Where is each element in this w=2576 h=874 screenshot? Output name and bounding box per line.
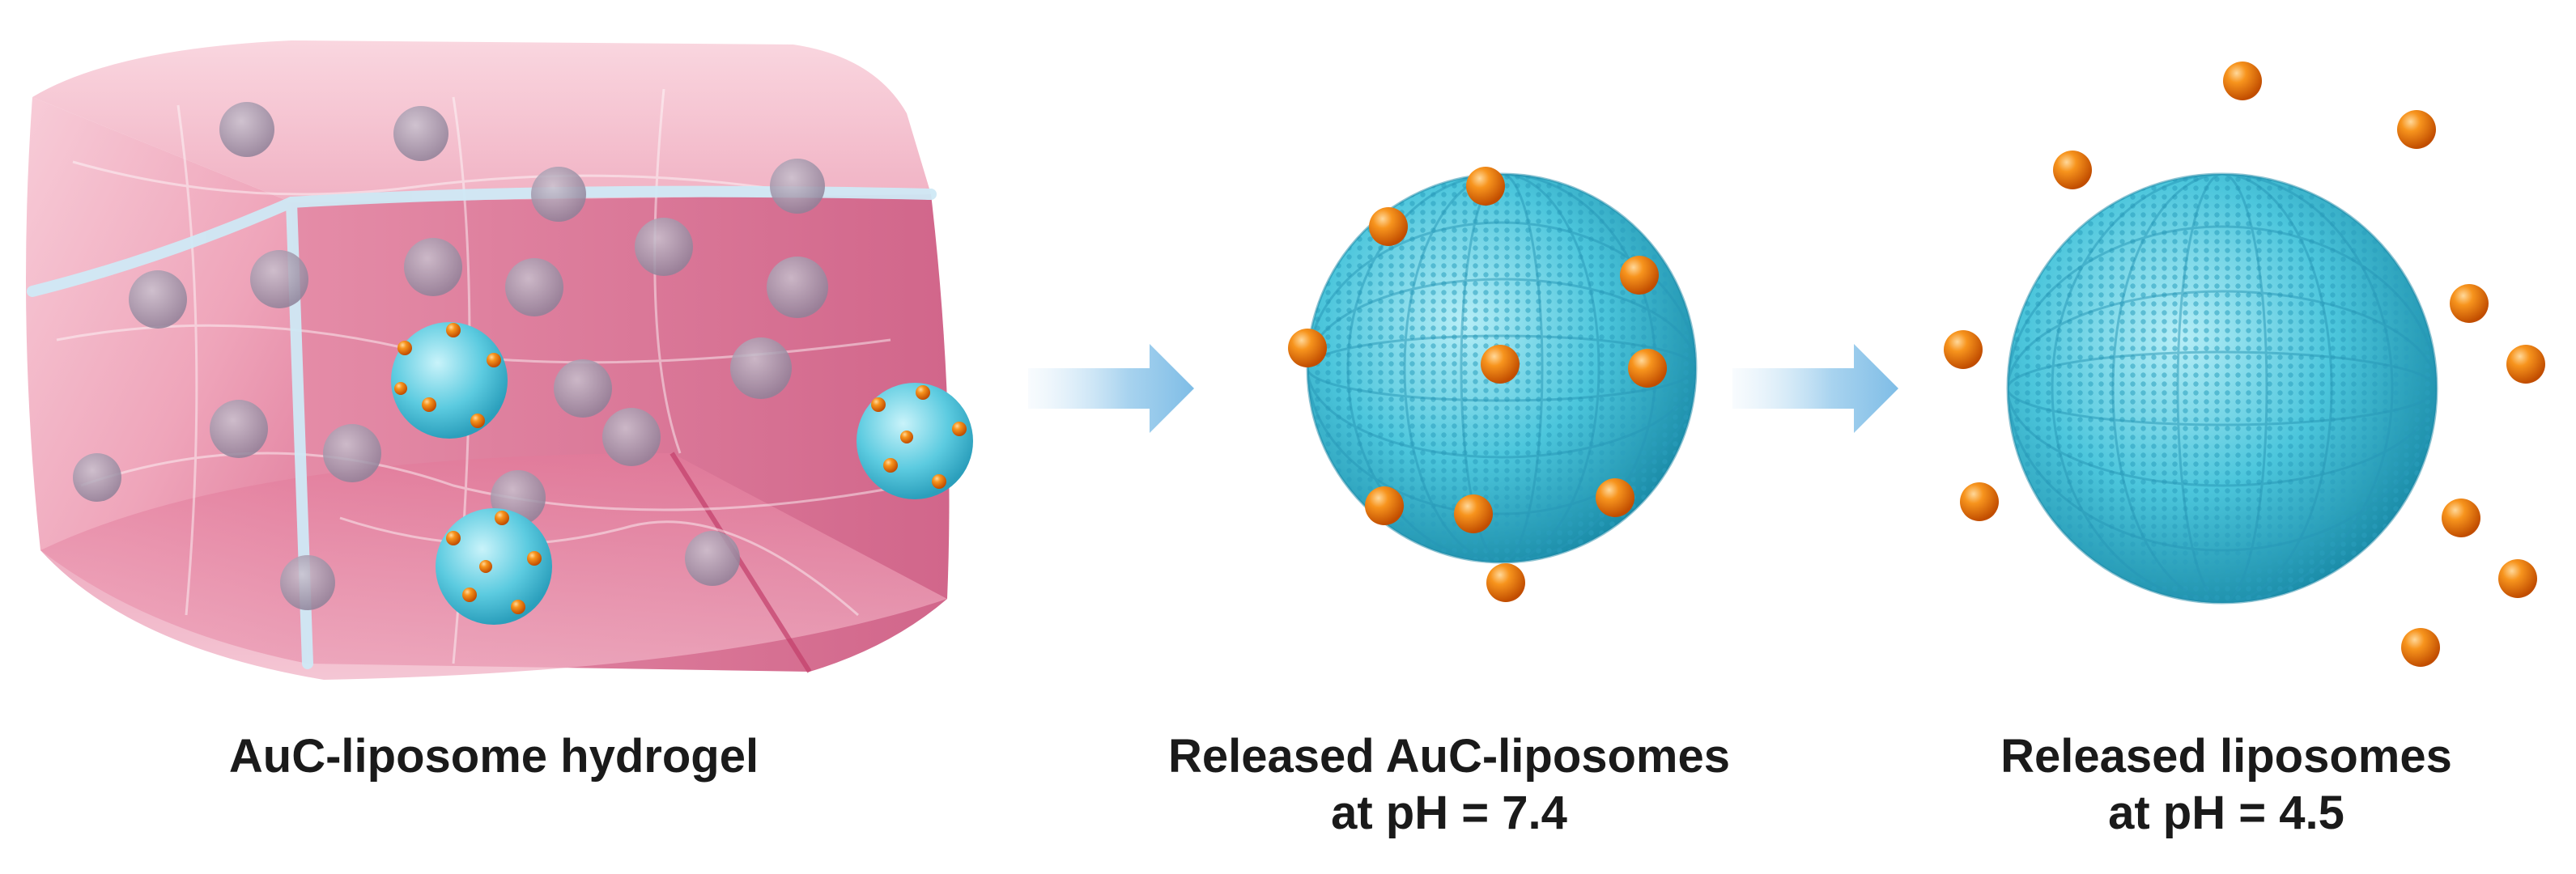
caption-released-auc-liposomes: Released AuC-liposomes at pH = 7.4 [1077,728,1821,842]
gold-nanocluster-icon [2450,284,2489,323]
gold-nanocluster-icon [2506,345,2545,384]
released-auc-liposome [1288,167,1698,602]
gold-nanocluster-icon [2498,559,2537,598]
right-arrow-icon [1732,344,1898,433]
caption-released-auc-line1: Released AuC-liposomes [1167,730,1731,783]
caption-released-lipo-line1: Released liposomes [2000,730,2452,783]
gold-nanocluster-icon [2397,110,2436,149]
hydrogel-cube-icon [26,40,973,680]
free-gold-nanoclusters [1944,62,2545,667]
right-arrow-icon [1028,344,1194,433]
caption-released-lipo-line2: at pH = 4.5 [2108,787,2344,839]
released-liposome [2006,172,2438,605]
gold-nanocluster-icon [1288,167,1667,602]
gold-nanocluster-icon [2401,628,2440,667]
gold-nanocluster-icon [1944,330,1983,369]
caption-hydrogel: AuC-liposome hydrogel [121,728,866,785]
gold-nanocluster-icon [2053,151,2092,189]
gold-nanocluster-icon [1960,482,1999,521]
hydrogel-top-face [32,40,931,202]
caption-released-auc-line2: at pH = 7.4 [1331,787,1567,839]
gold-clusters-in-gel [394,323,967,614]
embedded-liposomes [73,102,828,610]
gold-nanocluster-icon [2442,499,2480,537]
caption-hydrogel-text: AuC-liposome hydrogel [228,730,759,783]
caption-released-liposomes: Released liposomes at pH = 4.5 [1878,728,2574,842]
gold-nanocluster-icon [2223,62,2262,100]
